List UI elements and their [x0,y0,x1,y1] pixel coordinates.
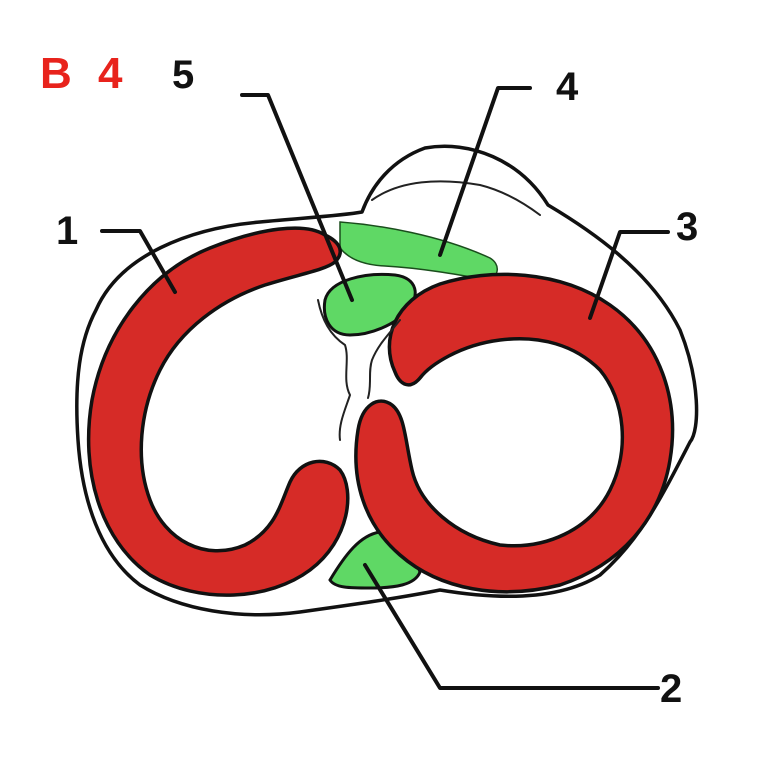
outer-outline [75,144,699,617]
callout-3: 3 [676,205,698,249]
callout-2: 2 [660,667,682,711]
left-ventricle-wall [86,226,350,597]
leader-line-3 [588,230,670,320]
right-ventricle-wall [354,272,675,594]
leader-line-4 [438,86,532,257]
callout-1: 1 [56,209,78,253]
upper-bump-line [371,180,541,216]
figure-label-number: 4 [98,49,123,98]
callout-4: 4 [556,65,579,109]
leader-line-2 [363,563,660,690]
leader-line-5 [240,93,354,302]
leader-line-1 [100,229,177,294]
callout-5: 5 [172,53,194,97]
septum-line-right [367,319,401,399]
fat-band-upper [339,221,498,281]
figure-label-letter: B [40,49,72,98]
septum-line [317,299,351,441]
